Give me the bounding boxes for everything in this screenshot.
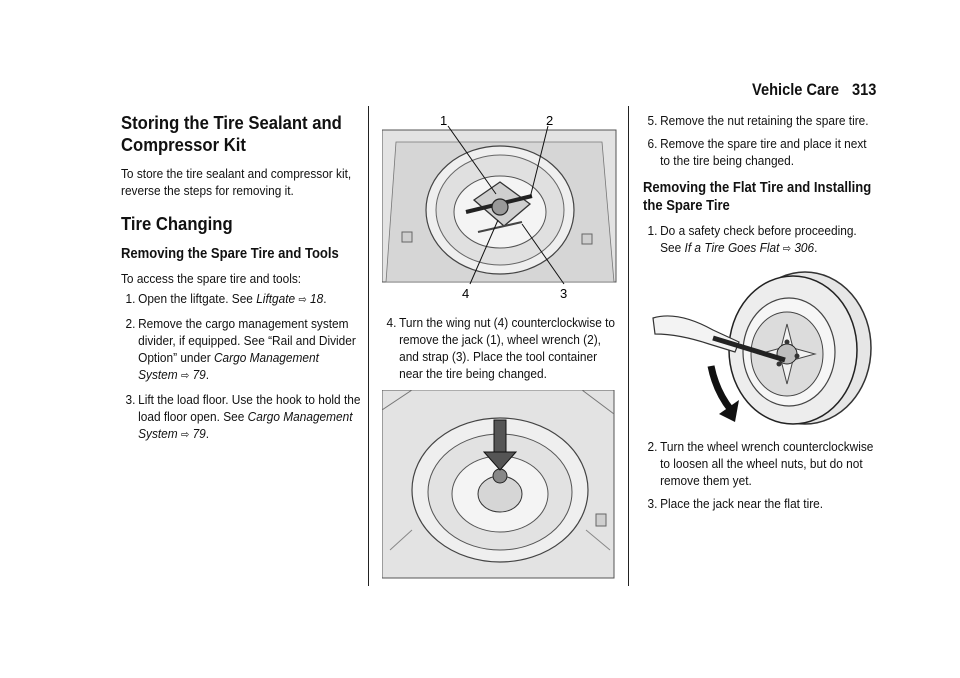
column-divider-left xyxy=(368,106,369,586)
column-divider-right xyxy=(628,106,629,586)
callout-1: 1 xyxy=(440,113,447,128)
step-4-turn-wing-nut: 4. Turn the wing nut (4) counterclockwis… xyxy=(382,314,618,382)
step-end: . xyxy=(205,367,210,382)
step-end: . xyxy=(205,426,210,441)
step-5-remove-nut: 5. Remove the nut retaining the spare ti… xyxy=(643,112,879,129)
running-header: Vehicle Care 313 xyxy=(0,80,960,106)
step-text: Turn the wing nut (4) counterclockwise t… xyxy=(399,315,616,381)
step-text: Do a safety check before proceeding. See xyxy=(660,223,857,255)
paragraph-access-tools: To access the spare tire and tools: xyxy=(121,271,302,286)
cross-reference-page[interactable]: 79 xyxy=(192,367,206,382)
step-number: 3. xyxy=(647,496,658,511)
callout-4: 4 xyxy=(462,286,469,301)
cross-reference-page[interactable]: 306 xyxy=(794,240,815,255)
figure-spare-tire-nut xyxy=(382,390,615,579)
step-text: Remove the nut retaining the spare tire. xyxy=(660,113,869,128)
heading-removing-spare: Removing the Spare Tire and Tools xyxy=(121,246,339,262)
cross-reference-page[interactable]: 18 xyxy=(310,291,324,306)
column-3: 5. Remove the nut retaining the spare ti… xyxy=(643,112,879,518)
page-arrow-icon: ⇨ xyxy=(298,294,307,306)
page-arrow-icon: ⇨ xyxy=(180,429,190,441)
step-2-loosen-nuts: 2. Turn the wheel wrench counterclockwis… xyxy=(643,438,879,489)
cross-reference-link[interactable]: If a Tire Goes Flat xyxy=(684,240,780,255)
heading-storing-kit: Storing the Tire Sealant and Compressor … xyxy=(121,112,342,155)
step-1-safety-check: 1. Do a safety check before proceeding. … xyxy=(643,222,879,258)
heading-removing-flat-tire: Removing the Flat Tire and Installing th… xyxy=(643,180,872,214)
paragraph-store-kit: To store the tire sealant and compressor… xyxy=(121,166,352,198)
step-2-remove-divider: 2. Remove the cargo management system di… xyxy=(121,315,361,385)
step-number: 5. xyxy=(647,113,658,128)
step-text: Lift the load floor. Use the hook to hol… xyxy=(138,392,361,424)
page-arrow-icon: ⇨ xyxy=(782,243,792,255)
step-number: 1. xyxy=(125,291,136,306)
header-page-number: 313 xyxy=(852,80,877,99)
step-1-open-liftgate: 1. Open the liftgate. See Liftgate ⇨ 18. xyxy=(121,290,361,309)
step-3-lift-floor: 3. Lift the load floor. Use the hook to … xyxy=(121,391,361,444)
step-end: . xyxy=(814,240,818,255)
cross-reference-link[interactable]: Liftgate xyxy=(256,291,296,306)
step-text: Remove the spare tire and place it next … xyxy=(660,136,867,168)
figure-loosen-wheel-nuts xyxy=(652,271,872,425)
cross-reference-page[interactable]: 79 xyxy=(192,426,206,441)
step-text: Open the liftgate. See xyxy=(138,291,257,306)
header-section-title: Vehicle Care xyxy=(752,80,839,99)
step-number: 4. xyxy=(386,315,397,330)
column-1: Storing the Tire Sealant and Compressor … xyxy=(121,112,361,450)
step-number: 2. xyxy=(125,316,136,331)
step-text: Place the jack near the flat tire. xyxy=(660,496,824,511)
step-number: 2. xyxy=(647,439,658,454)
step-number: 6. xyxy=(647,136,658,151)
column-2: 1 2 4 3 4. Turn the wing nut (4) counter… xyxy=(382,112,618,580)
step-6-remove-spare: 6. Remove the spare tire and place it ne… xyxy=(643,135,879,169)
figure-spare-tire-tools: 1 2 4 3 xyxy=(382,113,617,301)
step-text: Remove the cargo management system divid… xyxy=(138,316,356,365)
callout-2: 2 xyxy=(546,113,553,128)
step-text: Turn the wheel wrench counterclockwise t… xyxy=(660,439,874,488)
heading-tire-changing: Tire Changing xyxy=(121,213,233,234)
callout-3: 3 xyxy=(560,286,567,301)
page-arrow-icon: ⇨ xyxy=(180,370,190,382)
cross-reference-link[interactable]: Cargo Management System xyxy=(138,350,319,382)
step-number: 1. xyxy=(647,223,658,238)
cross-reference-link[interactable]: Cargo Management System xyxy=(138,409,353,441)
step-3-place-jack: 3. Place the jack near the flat tire. xyxy=(643,495,879,512)
step-number: 3. xyxy=(125,392,136,407)
step-end: . xyxy=(323,291,327,306)
